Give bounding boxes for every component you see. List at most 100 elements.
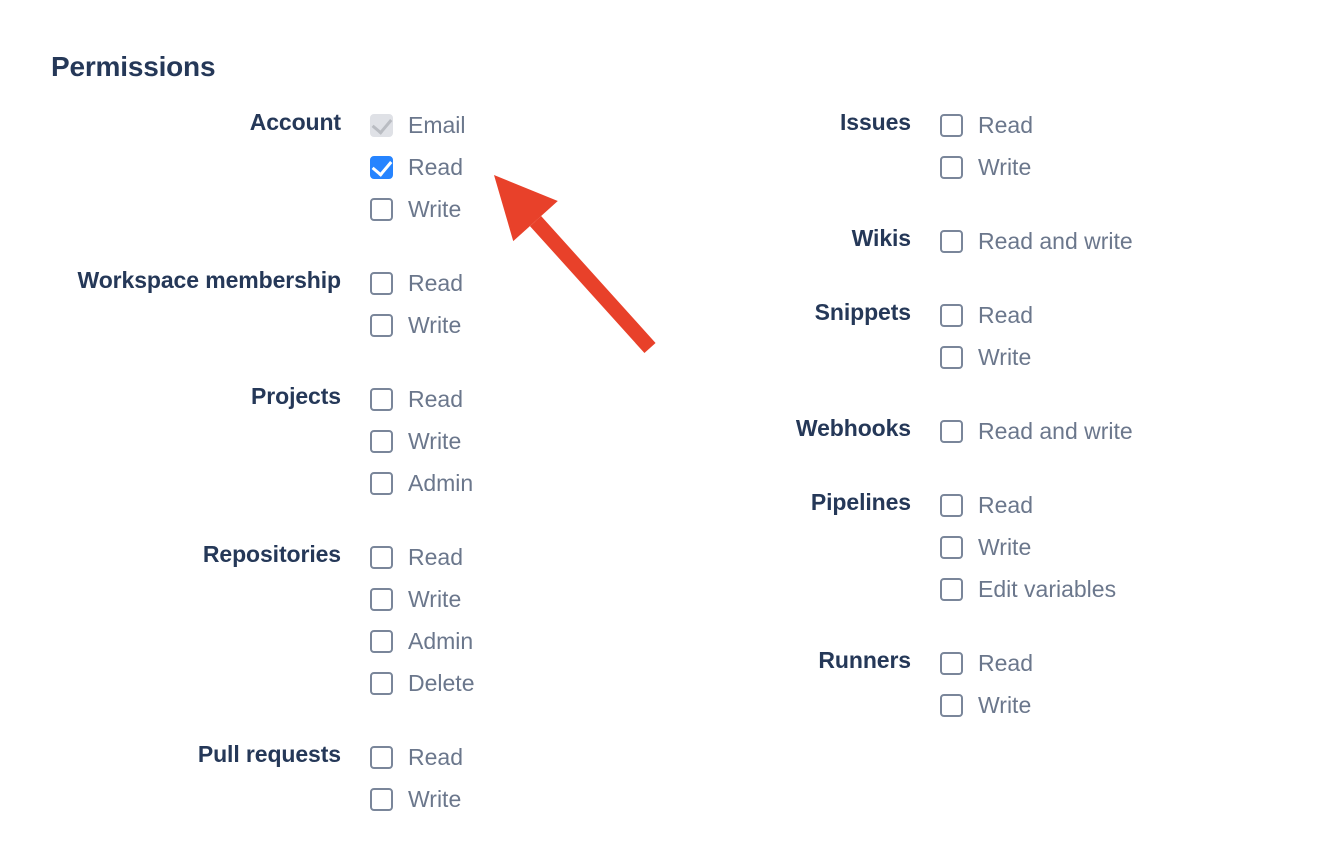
checkbox-workspace-membership-write[interactable] bbox=[370, 313, 393, 337]
permission-option-label: Write bbox=[408, 311, 462, 338]
permission-option-row[interactable]: Write bbox=[940, 336, 1230, 378]
permission-option-label: Admin bbox=[408, 469, 474, 496]
permission-option-row[interactable]: Write bbox=[940, 684, 1230, 726]
permission-option-row[interactable]: Read bbox=[370, 146, 620, 188]
permission-option-row[interactable]: Read bbox=[370, 262, 620, 304]
checkbox-issues-write[interactable] bbox=[940, 155, 963, 179]
checkmark-icon bbox=[371, 112, 392, 135]
permission-option-row[interactable]: Read bbox=[940, 642, 1230, 684]
permission-option-label: Write bbox=[408, 785, 462, 812]
checkbox-pipelines-edit-variables[interactable] bbox=[940, 577, 963, 601]
permission-option-label: Write bbox=[408, 195, 462, 222]
checkbox-account-read[interactable] bbox=[370, 154, 393, 179]
checkbox-pipelines-read[interactable] bbox=[940, 493, 963, 517]
permission-option-row[interactable]: Read bbox=[940, 294, 1230, 336]
checkbox-runners-write[interactable] bbox=[940, 693, 963, 717]
permission-option-row[interactable]: Read bbox=[940, 104, 1230, 146]
permission-group-label: Runners bbox=[818, 647, 911, 673]
permission-group-options: Read and write bbox=[911, 220, 1230, 262]
permission-option-label: Read and write bbox=[978, 417, 1133, 444]
permission-option-label: Write bbox=[978, 691, 1032, 718]
permission-option-row[interactable]: Read and write bbox=[940, 220, 1230, 262]
checkbox-pipelines-write[interactable] bbox=[940, 535, 963, 559]
permission-option-row[interactable]: Delete bbox=[370, 662, 620, 704]
checkbox-webhooks-read-and-write[interactable] bbox=[940, 419, 963, 443]
permission-option-row[interactable]: Read and write bbox=[940, 410, 1230, 452]
permission-option-label: Read bbox=[978, 111, 1033, 138]
permission-option-row[interactable]: Email bbox=[370, 104, 620, 146]
permission-option-row[interactable]: Write bbox=[370, 578, 620, 620]
permission-option-label: Read bbox=[978, 491, 1033, 518]
checkbox-wikis-read-and-write[interactable] bbox=[940, 229, 963, 253]
checkbox-runners-read[interactable] bbox=[940, 651, 963, 675]
permission-option-row[interactable]: Edit variables bbox=[940, 568, 1230, 610]
permission-option-row[interactable]: Write bbox=[940, 146, 1230, 188]
checkbox-repositories-admin[interactable] bbox=[370, 629, 393, 653]
checkbox-repositories-write[interactable] bbox=[370, 587, 393, 611]
checkbox-projects-admin[interactable] bbox=[370, 471, 393, 495]
checkbox-projects-read[interactable] bbox=[370, 387, 393, 411]
permission-option-label: Email bbox=[408, 111, 466, 138]
permission-group-options: Read and write bbox=[911, 410, 1230, 452]
permission-option-label: Write bbox=[978, 343, 1032, 370]
checkbox-repositories-delete[interactable] bbox=[370, 671, 393, 695]
checkbox-snippets-write[interactable] bbox=[940, 345, 963, 369]
checkbox-projects-write[interactable] bbox=[370, 429, 393, 453]
permission-option-row[interactable]: Read bbox=[370, 736, 620, 778]
checkmark-icon bbox=[371, 154, 392, 177]
permission-group-label: Issues bbox=[839, 109, 911, 135]
permission-option-label: Write bbox=[978, 153, 1032, 180]
checkbox-workspace-membership-read[interactable] bbox=[370, 271, 393, 295]
permission-group-label: Webhooks bbox=[795, 415, 911, 441]
permission-group-label: Workspace membership bbox=[77, 267, 342, 293]
permission-option-label: Read bbox=[408, 385, 463, 412]
permission-option-row[interactable]: Admin bbox=[370, 462, 620, 504]
permission-group-label: Account bbox=[249, 109, 341, 135]
permission-option-row[interactable]: Write bbox=[940, 526, 1230, 568]
permission-group-label: Pipelines bbox=[810, 489, 911, 515]
permission-group-webhooks: Webhooks Read and write bbox=[610, 410, 1230, 452]
permission-option-label: Read bbox=[408, 743, 463, 770]
permission-option-row[interactable]: Read bbox=[370, 378, 620, 420]
checkbox-account-write[interactable] bbox=[370, 197, 393, 221]
permission-option-row[interactable]: Read bbox=[940, 484, 1230, 526]
permission-option-label: Read bbox=[408, 153, 463, 180]
checkbox-snippets-read[interactable] bbox=[940, 303, 963, 327]
permission-group-label: Projects bbox=[251, 383, 341, 409]
permission-option-row[interactable]: Write bbox=[370, 420, 620, 462]
permission-option-row[interactable]: Read bbox=[370, 536, 620, 578]
checkbox-repositories-read[interactable] bbox=[370, 545, 393, 569]
permission-option-label: Read bbox=[408, 543, 463, 570]
permission-option-row[interactable]: Write bbox=[370, 778, 620, 820]
checkbox-pull-requests-read[interactable] bbox=[370, 745, 393, 769]
page-title: Permissions bbox=[51, 51, 216, 82]
permission-option-row[interactable]: Write bbox=[370, 304, 620, 346]
permission-option-label: Read bbox=[978, 301, 1033, 328]
checkbox-pull-requests-write[interactable] bbox=[370, 787, 393, 811]
permission-option-label: Read and write bbox=[978, 227, 1133, 254]
permission-group-label: Repositories bbox=[202, 541, 341, 567]
permission-option-row[interactable]: Write bbox=[370, 188, 620, 230]
permission-option-row[interactable]: Admin bbox=[370, 620, 620, 662]
permission-group-label: Snippets bbox=[814, 299, 911, 325]
checkbox-issues-read[interactable] bbox=[940, 113, 963, 137]
